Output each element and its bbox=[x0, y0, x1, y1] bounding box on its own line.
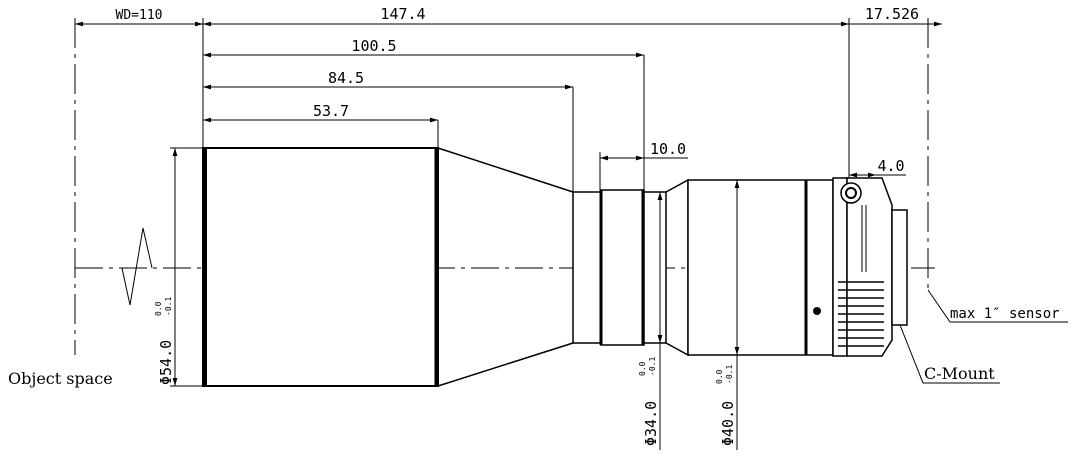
rear-barrel bbox=[687, 179, 834, 356]
mount-thread bbox=[891, 209, 908, 326]
d54-label: Φ54.0 bbox=[157, 340, 175, 385]
object-space-label: Object space bbox=[8, 369, 113, 388]
mount-label: C-Mount bbox=[924, 364, 995, 383]
knurl-ring bbox=[838, 281, 884, 347]
flange-back-label: 17.526 bbox=[865, 5, 919, 23]
len-10-label: 10.0 bbox=[650, 140, 686, 158]
mid-ring bbox=[600, 189, 645, 346]
sensor-label: max 1″ sensor bbox=[950, 306, 1060, 322]
lock-screw-inner bbox=[845, 187, 857, 199]
len-53-label: 53.7 bbox=[313, 102, 349, 120]
d40-label: Φ40.0 bbox=[719, 401, 737, 446]
taper-bottom bbox=[437, 342, 574, 387]
axis-break-symbol bbox=[121, 227, 153, 306]
d40-tol-upper: 0.0 bbox=[715, 369, 724, 384]
total-length-label: 147.4 bbox=[380, 5, 425, 23]
wd-label: WD=110 bbox=[116, 8, 163, 23]
sensor-leader bbox=[927, 289, 1068, 323]
neck-tube bbox=[643, 191, 667, 344]
set-screw-icon bbox=[813, 307, 821, 315]
mount-housing bbox=[846, 177, 893, 357]
d34-label: Φ34.0 bbox=[642, 401, 660, 446]
d54-tol-upper: 0.0 bbox=[154, 301, 163, 316]
d34-tol-lower: -0.1 bbox=[648, 357, 657, 376]
d34-tol-upper: 0.0 bbox=[638, 361, 647, 376]
d54-tol-lower: -0.1 bbox=[164, 297, 173, 316]
front-barrel bbox=[202, 147, 439, 387]
len-84-label: 84.5 bbox=[328, 69, 364, 87]
d40-tol-lower: -0.1 bbox=[725, 365, 734, 384]
mid-tube bbox=[572, 191, 602, 344]
taper-top bbox=[437, 147, 574, 193]
len-100-label: 100.5 bbox=[351, 37, 396, 55]
len-4-label: 4.0 bbox=[877, 157, 904, 175]
mount-leader bbox=[899, 324, 1000, 384]
